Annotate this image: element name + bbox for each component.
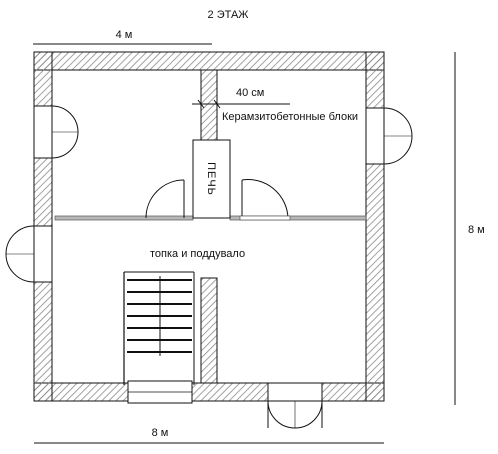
window-right [365,107,413,165]
top-dimension: 4 м [33,29,212,45]
bottom-dimension-label: 8 м [152,427,169,439]
window-left-upper [33,105,79,159]
wall-material-label: Керамзитобетонные блоки [222,111,358,123]
right-dimension-label: 8 м [468,224,485,236]
top-dimension-label: 4 м [116,29,133,41]
interior-wall [200,69,218,384]
wall-thickness-label: 40 см [236,87,264,99]
stove: ПЕЧЬ [192,139,231,219]
interior-door-right [239,179,291,221]
interior-door-left [145,179,185,219]
wall-thickness-dimension: 40 см [192,87,290,109]
window-bottom [127,380,193,404]
staircase [123,271,195,385]
firebox-label: топка и поддувало [150,248,245,260]
stove-label: ПЕЧЬ [205,162,217,196]
right-dimension: 8 м [454,52,485,405]
window-left-lower [5,225,53,283]
page-title: 2 ЭТАЖ [208,9,249,21]
exterior-door-bottom [267,382,323,429]
bottom-dimension: 8 м [34,427,384,444]
